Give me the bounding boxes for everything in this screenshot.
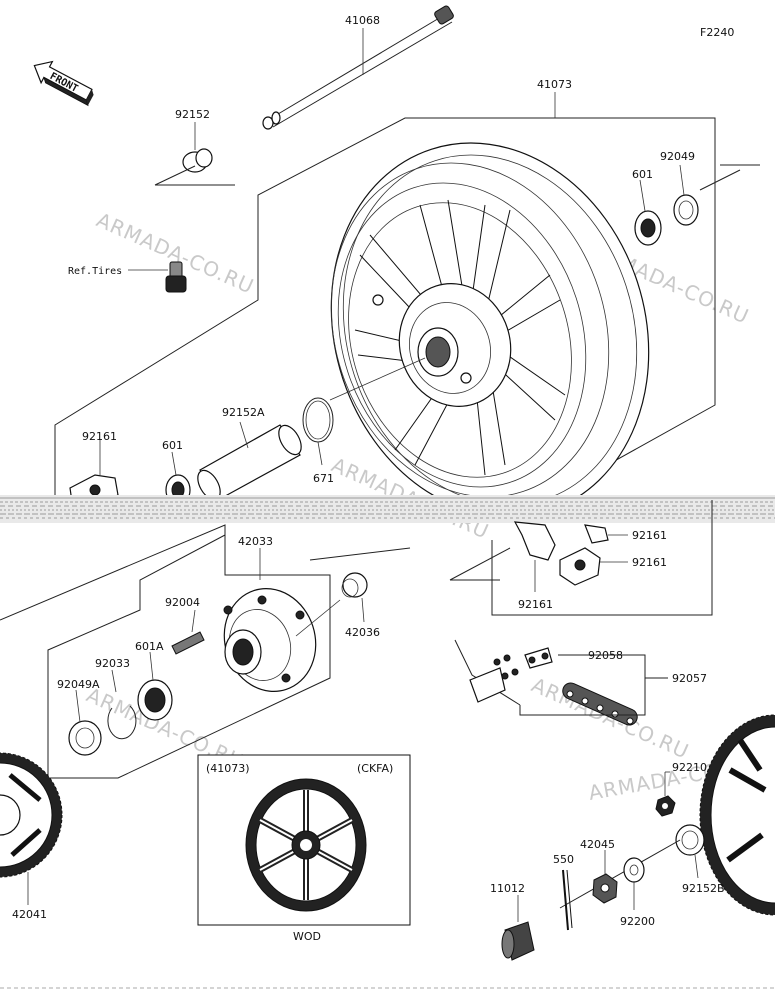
label-601-top: 601 (632, 168, 653, 181)
label-92058: 92058 (588, 649, 623, 662)
label-92057: 92057 (672, 672, 707, 685)
hub-group-42033 (0, 524, 411, 779)
stud-92004 (171, 609, 205, 655)
sprocket-42041 (0, 752, 63, 905)
seal-92049 (673, 164, 699, 226)
label-92152B: 92152B (682, 882, 725, 895)
label-92049: 92049 (660, 150, 695, 163)
chain-92057 (454, 639, 668, 726)
scan-tear-band (0, 495, 775, 523)
label-92049A: 92049A (57, 678, 100, 691)
label-601A: 601A (135, 640, 164, 653)
label-42045: 42045 (580, 838, 615, 851)
label-92152: 92152 (175, 108, 210, 121)
label-42033: 42033 (238, 535, 273, 548)
inset-part-ref: (41073) (206, 762, 250, 775)
figure-code: F2240 (700, 26, 734, 39)
washer-92200 (623, 857, 645, 910)
o-ring-671 (302, 397, 334, 466)
front-wheel-41073 (329, 142, 650, 518)
label-92161-r1: 92161 (632, 529, 667, 542)
label-ref-tires: Ref.Tires (68, 266, 122, 277)
collar-92152 (154, 122, 235, 186)
front-arrow-icon: FRONT (33, 60, 94, 107)
label-92033: 92033 (95, 657, 130, 670)
seal-92049A (68, 689, 102, 756)
label-92161-r2: 92161 (632, 556, 667, 569)
label-601-left: 601 (162, 439, 183, 452)
label-92004: 92004 (165, 596, 200, 609)
label-92161-r3: 92161 (518, 598, 553, 611)
collar-92152B (559, 824, 705, 909)
cotter-pin-550 (562, 869, 573, 931)
collars-92161-right (449, 500, 713, 616)
sprocket-rear-right (699, 714, 775, 916)
label-41073: 41073 (537, 78, 572, 91)
axle-41068 (262, 5, 454, 130)
inset-variant: (CKFA) (357, 762, 393, 775)
label-42036: 42036 (345, 626, 380, 639)
label-671: 671 (313, 472, 334, 485)
castle-nut-42045 (592, 850, 618, 904)
tire-valve (128, 261, 187, 293)
label-42041: 42041 (12, 908, 47, 921)
cap-11012 (501, 895, 535, 961)
label-92152A: 92152A (222, 406, 265, 419)
inset-wheel (245, 778, 367, 912)
label-11012: 11012 (490, 882, 525, 895)
label-92200: 92200 (620, 915, 655, 928)
bearing-601A (137, 651, 173, 721)
label-550: 550 (553, 853, 574, 866)
label-92161-left: 92161 (82, 430, 117, 443)
circlip-92033 (107, 669, 137, 740)
inset-color-code: WOD (293, 930, 321, 943)
wheel-bracket-lines (54, 92, 760, 499)
collar-42036 (341, 572, 368, 623)
nut-92210 (655, 771, 676, 817)
inset-variant-box: (41073) (CKFA) WOD (197, 754, 411, 943)
bearing-601-top (634, 179, 662, 246)
label-41068: 41068 (345, 14, 380, 27)
watermark: ARMADA-CO.RU (528, 673, 693, 764)
spacer-92152A (197, 421, 302, 501)
label-92210: 92210 (672, 761, 707, 774)
